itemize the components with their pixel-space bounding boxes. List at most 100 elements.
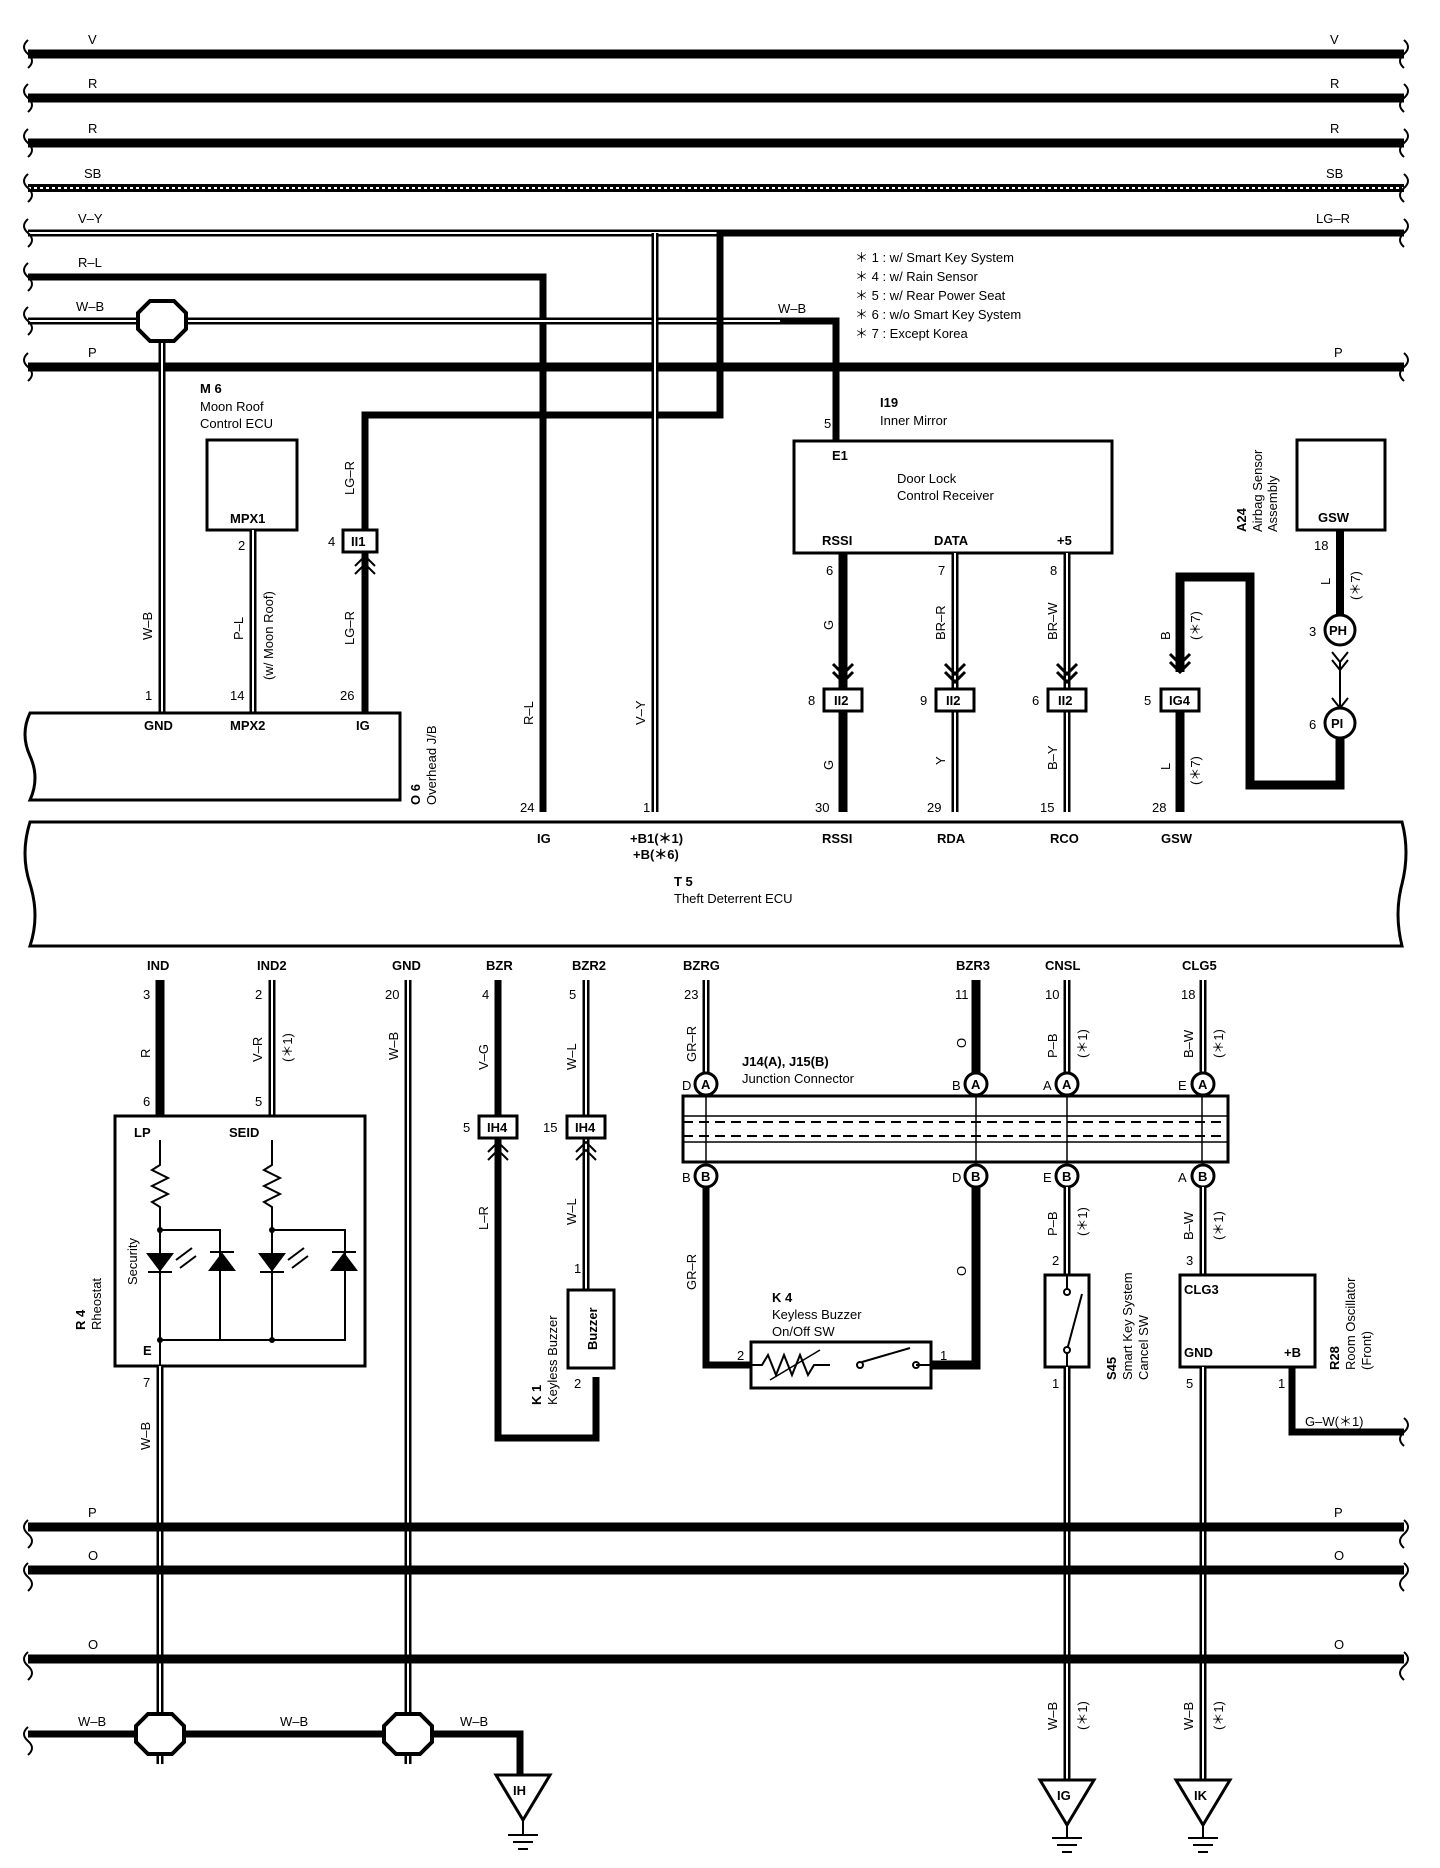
k1-keyless-buzzer: Buzzer K 1 Keyless Buzzer 2	[529, 1288, 616, 1405]
svg-text:B: B	[701, 1169, 710, 1184]
j14-j15-junction-connector: J14(A), J15(B) Junction Connector	[681, 1054, 1230, 1164]
svg-text:5: 5	[1144, 693, 1151, 708]
connector-ih4-bzr2	[565, 1114, 607, 1140]
svg-text:GND: GND	[392, 958, 421, 973]
connector-ii2-data	[934, 687, 976, 713]
svg-text:+B(＊6): +B(＊6)	[633, 847, 679, 862]
svg-text:Cancel SW: Cancel SW	[1136, 1314, 1151, 1380]
svg-text:V–G: V–G	[476, 1044, 491, 1070]
svg-text:2: 2	[574, 1376, 581, 1391]
rl-vy-wires: R–L 24 V–Y 1	[520, 233, 659, 815]
svg-text:A: A	[1178, 1170, 1187, 1185]
svg-text:(＊1): (＊1)	[280, 1033, 295, 1062]
svg-text:BZR2: BZR2	[572, 958, 606, 973]
svg-text:O: O	[88, 1637, 98, 1652]
svg-text:IG: IG	[356, 718, 370, 733]
svg-text:Keyless Buzzer: Keyless Buzzer	[772, 1307, 862, 1322]
bzr3-wire: 11 O A B B D O	[931, 980, 989, 1370]
svg-text:1: 1	[940, 1348, 947, 1363]
svg-text:Smart Key System: Smart Key System	[1120, 1272, 1135, 1380]
svg-text:＊ 6 : w/o Smart Key System: ＊ 6 : w/o Smart Key System	[855, 307, 1021, 322]
svg-text:＊ 5 : w/ Rear Power Seat: ＊ 5 : w/ Rear Power Seat	[855, 288, 1006, 303]
svg-text:(＊1): (＊1)	[1211, 1701, 1226, 1730]
svg-text:5: 5	[255, 1094, 262, 1109]
svg-text:RSSI: RSSI	[822, 533, 852, 548]
svg-text:M 6: M 6	[200, 381, 222, 396]
clg5-wire: 18 B–W (＊1) A E B A B–W (＊1) 3	[1178, 980, 1226, 1275]
svg-text:R: R	[138, 1049, 153, 1058]
bottom-wb-ground-bus: W–B W–B W–B	[28, 1712, 524, 1775]
bzr-wire: 4 V–G IH4 5 L–R	[463, 980, 600, 1442]
ind-wire: 3 R 6	[138, 980, 165, 1116]
svg-text:A24: A24	[1234, 507, 1249, 532]
svg-text:3: 3	[1309, 624, 1316, 639]
lgr-wire: LG–R II1 4 LG–R 26	[328, 229, 1404, 713]
svg-text:E: E	[1178, 1078, 1187, 1093]
svg-text:Airbag Sensor: Airbag Sensor	[1250, 449, 1265, 532]
top-bus-v: V V	[28, 32, 1404, 59]
svg-text:SB: SB	[84, 166, 101, 181]
svg-text:Assembly: Assembly	[1265, 475, 1280, 532]
svg-text:LG–R: LG–R	[342, 461, 357, 495]
connector-ii2-plus5	[1046, 687, 1088, 713]
svg-text:RDA: RDA	[937, 831, 966, 846]
break-marks-left	[23, 39, 33, 1756]
r4-rheostat: LP SEID E Security R 4 Rheostat	[73, 1114, 367, 1368]
svg-text:R: R	[1330, 76, 1339, 91]
svg-text:20: 20	[385, 987, 399, 1002]
svg-text:8: 8	[1050, 563, 1057, 578]
data-wire: 7 BR–R II2 9 Y 29	[920, 553, 976, 815]
svg-text:Moon Roof: Moon Roof	[200, 399, 264, 414]
cnsl-wire: 10 P–B (＊1) A A B E P–B (＊1) 2	[1043, 980, 1090, 1275]
svg-text:II2: II2	[834, 693, 848, 708]
svg-text:10: 10	[1045, 987, 1059, 1002]
svg-text:30: 30	[815, 800, 829, 815]
svg-text:18: 18	[1181, 987, 1195, 1002]
svg-text:R–L: R–L	[78, 255, 102, 270]
svg-text:BR–W: BR–W	[1045, 602, 1060, 640]
svg-text:IH: IH	[513, 1783, 526, 1798]
svg-text:B: B	[1198, 1169, 1207, 1184]
svg-text:MPX2: MPX2	[230, 718, 265, 733]
svg-text:2: 2	[255, 987, 262, 1002]
svg-text:R: R	[88, 76, 97, 91]
svg-text:O: O	[1334, 1548, 1344, 1563]
svg-text:GND: GND	[1184, 1345, 1213, 1360]
svg-text:IH4: IH4	[487, 1120, 508, 1135]
connector-ii1	[341, 528, 379, 554]
svg-text:(＊1): (＊1)	[1075, 1701, 1090, 1730]
r28-room-oscillator: CLG3 GND +B R28 Room Oscillator (Front) …	[1178, 1273, 1404, 1780]
i19-inner-mirror: I19 Inner Mirror E1 Door Lock Control Re…	[792, 395, 1114, 555]
svg-text:BZR3: BZR3	[956, 958, 990, 973]
svg-text:P–L: P–L	[231, 617, 246, 640]
svg-text:5: 5	[463, 1120, 470, 1135]
svg-text:5: 5	[824, 416, 831, 431]
svg-text:Control Receiver: Control Receiver	[897, 488, 994, 503]
svg-text:LG–R: LG–R	[1316, 211, 1350, 226]
svg-text:+B: +B	[1284, 1345, 1301, 1360]
svg-text:CLG5: CLG5	[1182, 958, 1217, 973]
svg-text:5: 5	[569, 987, 576, 1002]
svg-text:14: 14	[230, 688, 244, 703]
bus-label-left: V	[88, 32, 97, 47]
svg-text:W–B: W–B	[460, 1714, 488, 1729]
svg-text:6: 6	[1032, 693, 1039, 708]
svg-text:B–Y: B–Y	[1045, 745, 1060, 770]
svg-text:(＊1): (＊1)	[1211, 1211, 1226, 1240]
svg-text:G: G	[821, 760, 836, 770]
top-bus-sb: SB SB	[28, 166, 1404, 192]
svg-text:K 1: K 1	[529, 1385, 544, 1405]
svg-text:B–W: B–W	[1181, 1211, 1196, 1240]
svg-text:B: B	[1158, 631, 1173, 640]
led-diode-group	[146, 1247, 358, 1273]
svg-text:(w/ Moon Roof): (w/ Moon Roof)	[261, 591, 276, 680]
wb-ground-wire: W–B 1	[136, 299, 188, 713]
splice-point-bottom-right	[382, 1712, 434, 1756]
connector-ih4-bzr	[477, 1114, 519, 1140]
splice-point-bottom-left	[134, 1712, 186, 1756]
k4-keyless-buzzer-switch: K 4 Keyless Buzzer On/Off SW 1	[749, 1290, 947, 1390]
svg-text:B–W: B–W	[1181, 1029, 1196, 1058]
svg-text:IG: IG	[1057, 1788, 1071, 1803]
bottom-bus-p: P P	[28, 1505, 1404, 1532]
svg-text:RCO: RCO	[1050, 831, 1079, 846]
